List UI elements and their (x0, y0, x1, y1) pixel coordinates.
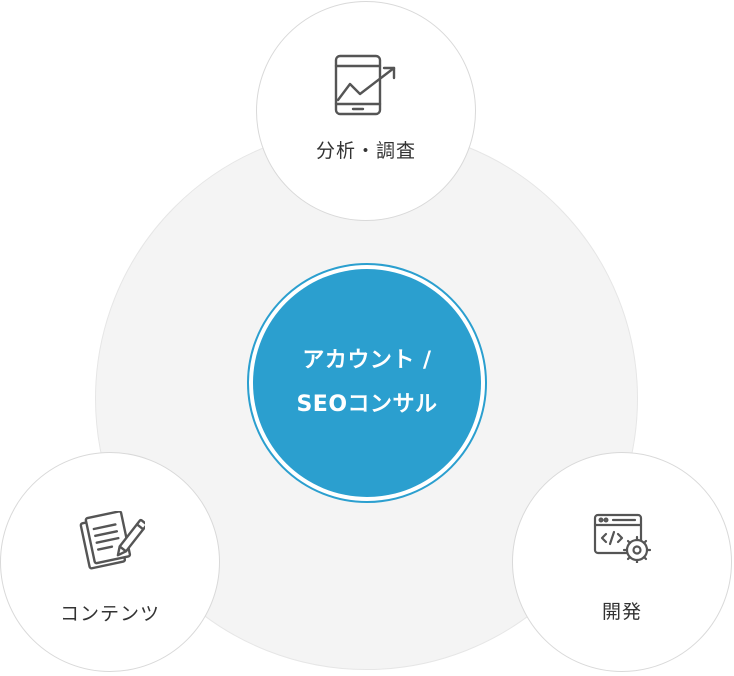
node-analysis-label: 分析・調査 (315, 140, 416, 162)
node-development: 開発 (512, 452, 732, 672)
node-analysis: 分析・調査 (256, 1, 476, 221)
mobile-growth-chart-icon (334, 54, 396, 116)
code-window-gear-icon (593, 513, 651, 563)
center-title-line1: アカウント / (302, 348, 432, 373)
node-content: コンテンツ (0, 452, 220, 672)
center-circle: アカウント / SEOコンサル (253, 269, 481, 497)
document-pen-icon (79, 511, 145, 570)
center-title-line2: SEOコンサル (296, 392, 438, 417)
node-development-label: 開発 (601, 601, 642, 623)
node-content-label: コンテンツ (59, 603, 160, 625)
